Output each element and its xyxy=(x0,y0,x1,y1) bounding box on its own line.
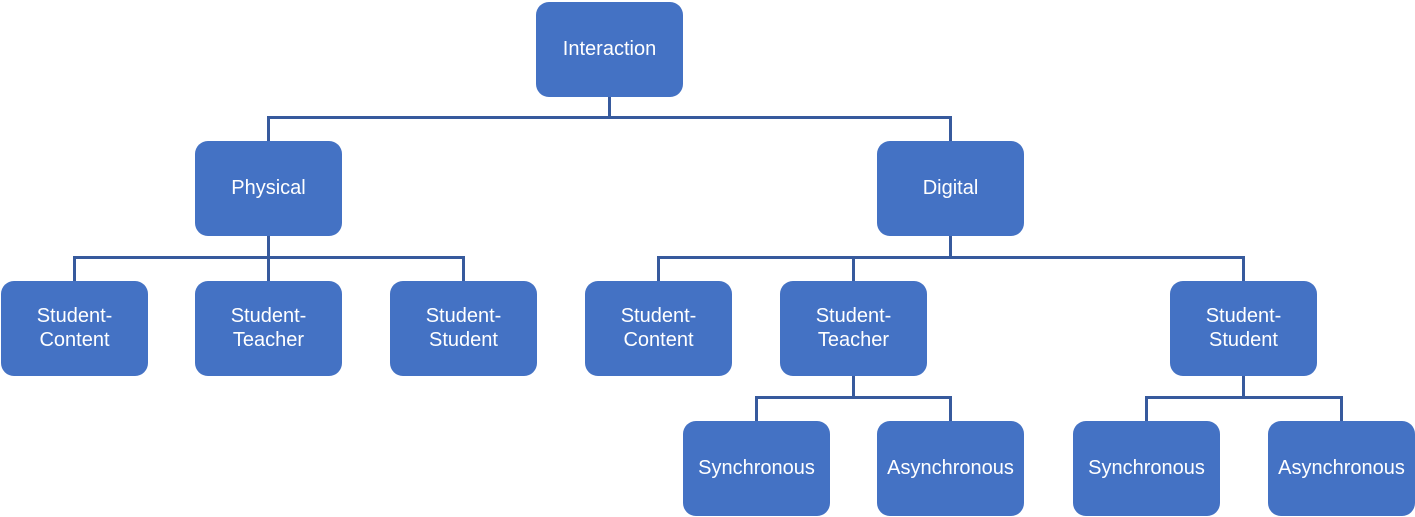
node-dss-synchronous: Synchronous xyxy=(1073,421,1220,516)
connector-root-stub xyxy=(608,96,611,119)
node-dst-asynchronous: Asynchronous xyxy=(877,421,1024,516)
node-dst-synchronous: Synchronous xyxy=(683,421,830,516)
node-digital: Digital xyxy=(877,141,1024,236)
connector-dss-bus xyxy=(1145,396,1343,399)
node-interaction: Interaction xyxy=(536,2,683,97)
node-dss-asynchronous: Asynchronous xyxy=(1268,421,1415,516)
node-physical-student-student: Student- Student xyxy=(390,281,537,376)
connector-dst-drop-async xyxy=(949,396,952,423)
node-digital-student-teacher: Student- Teacher xyxy=(780,281,927,376)
connector-digital-stub xyxy=(949,235,952,259)
node-digital-student-content: Student- Content xyxy=(585,281,732,376)
node-digital-student-student: Student- Student xyxy=(1170,281,1317,376)
connector-dst-bus xyxy=(755,396,952,399)
connector-root-drop-physical xyxy=(267,116,270,143)
connector-dst-drop-sync xyxy=(755,396,758,423)
connector-dss-drop-sync xyxy=(1145,396,1148,423)
connector-digital-drop-student xyxy=(1242,256,1245,283)
connector-physical-drop-teacher xyxy=(267,256,270,283)
connector-physical-drop-student xyxy=(462,256,465,283)
connector-digital-drop-content xyxy=(657,256,660,283)
connector-physical-drop-content xyxy=(73,256,76,283)
connector-dst-stub xyxy=(852,375,855,399)
connector-digital-drop-teacher xyxy=(852,256,855,283)
connector-physical-stub xyxy=(267,235,270,259)
node-physical-student-teacher: Student- Teacher xyxy=(195,281,342,376)
node-physical: Physical xyxy=(195,141,342,236)
connector-dss-stub xyxy=(1242,375,1245,399)
connector-digital-bus xyxy=(657,256,1245,259)
connector-root-bus xyxy=(267,116,952,119)
connector-dss-drop-async xyxy=(1340,396,1343,423)
connector-root-drop-digital xyxy=(949,116,952,143)
node-physical-student-content: Student- Content xyxy=(1,281,148,376)
